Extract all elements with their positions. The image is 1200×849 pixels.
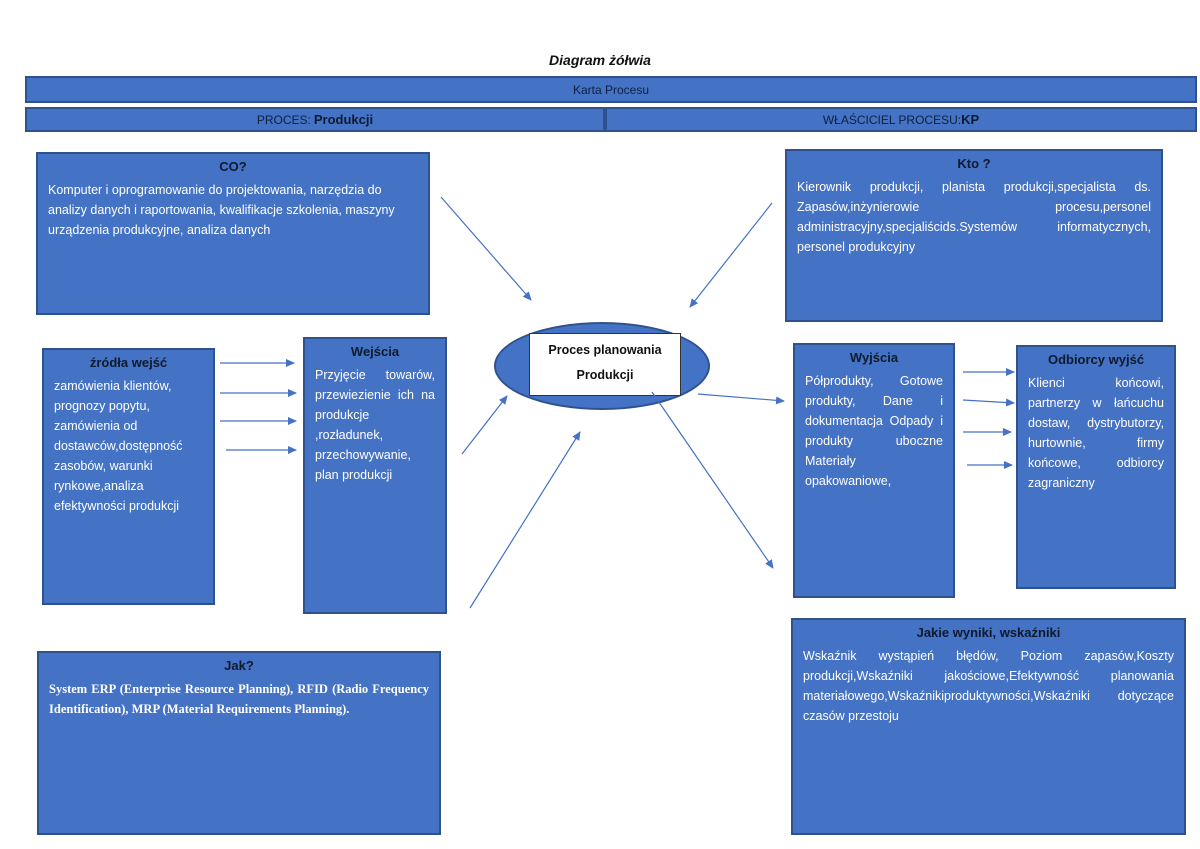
box-wyjscia-body: Półprodukty, Gotowe produkty, Dane i dok… [805, 374, 943, 488]
diagram-title: Diagram żółwia [549, 52, 651, 68]
box-co: CO? Komputer i oprogramowanie do projekt… [36, 152, 430, 315]
box-co-body: Komputer i oprogramowanie do projektowan… [48, 183, 395, 237]
box-wejscia-title: Wejścia [350, 344, 400, 359]
process-value: Produkcji [313, 112, 374, 127]
box-zrodla-body: zamówienia klientów, prognozy popytu, za… [54, 379, 183, 513]
box-wyjscia-title: Wyjścia [849, 350, 899, 365]
owner-label: WŁAŚCICIEL PROCESU: [822, 112, 962, 127]
arrow-jak-to-process [469, 431, 581, 609]
arrow-co-to-process [440, 196, 532, 301]
box-wejscia: Wejścia Przyjęcie towarów, przewiezienie… [303, 337, 447, 614]
box-kto-body: Kierownik produkcji, planista produkcji,… [797, 180, 1151, 254]
arrow-process-to-wyniki [651, 391, 774, 569]
box-wejscia-body: Przyjęcie towarów, przewiezienie ich na … [315, 368, 435, 482]
box-kto: Kto ? Kierownik produkcji, planista prod… [785, 149, 1163, 322]
box-jak-title: Jak? [224, 658, 254, 673]
arrow-kto-to-process [689, 202, 773, 308]
owner-value: KP [961, 112, 980, 127]
box-wyniki-wskazniki: Jakie wyniki, wskaźniki Wskaźnik wystąpi… [791, 618, 1186, 835]
process-card-bar: Karta Procesu [25, 76, 1197, 103]
center-line-2: Produkcji [576, 368, 634, 382]
process-owner-bar: WŁAŚCICIEL PROCESU:KP [605, 107, 1197, 132]
box-odbiorcy-wyjsc: Odbiorcy wyjść Klienci końcowi, partnerz… [1016, 345, 1176, 589]
box-kto-title: Kto ? [957, 156, 991, 171]
arrow-wejscia-to-process [461, 395, 508, 455]
box-odbiorcy-body: Klienci końcowi, partnerzy w łańcuchu do… [1028, 376, 1164, 490]
box-zrodla-wejsc: źródła wejść zamówienia klientów, progno… [42, 348, 215, 605]
box-co-title: CO? [219, 159, 247, 174]
box-odbiorcy-title: Odbiorcy wyjść [1047, 352, 1145, 367]
box-wyjscia: Wyjścia Półprodukty, Gotowe produkty, Da… [793, 343, 955, 598]
arrow-process-to-wyjscia [697, 393, 785, 405]
process-card-label: Karta Procesu [572, 82, 650, 97]
box-wyniki-title: Jakie wyniki, wskaźniki [916, 625, 1061, 640]
box-wyniki-body: Wskaźnik wystąpień błędów, Poziom zapasó… [803, 649, 1174, 723]
box-jak-body: System ERP (Enterprise Resource Planning… [49, 682, 429, 716]
center-process-box: Proces planowania Produkcji [529, 333, 681, 396]
box-zrodla-title: źródła wejść [89, 355, 168, 370]
process-name-bar: PROCES:Produkcji [25, 107, 605, 132]
center-line-1: Proces planowania [548, 343, 662, 357]
process-label: PROCES: [256, 112, 311, 127]
box-jak: Jak? System ERP (Enterprise Resource Pla… [37, 651, 441, 835]
arrow-wyjscia-to-odbiorcy-2 [962, 398, 1015, 407]
